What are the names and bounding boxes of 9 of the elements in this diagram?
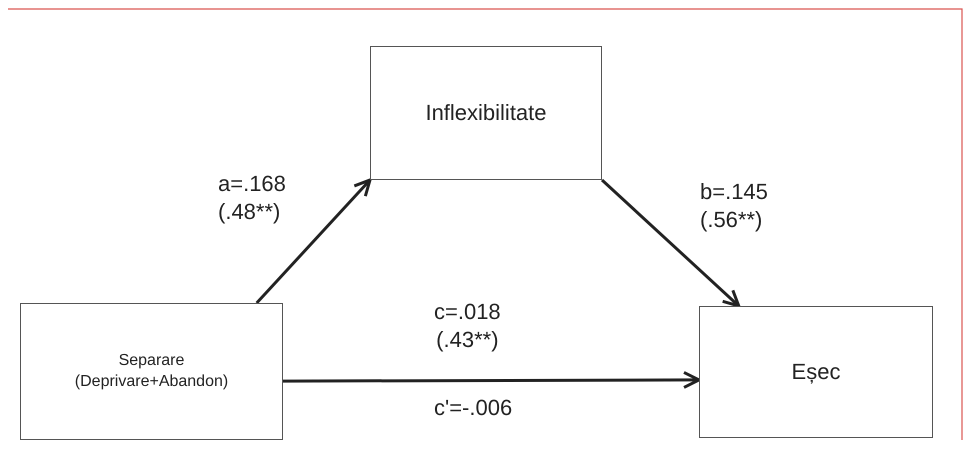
variable-box [20, 303, 283, 440]
node-label: Separare (Deprivare+Abandon) [74, 350, 230, 392]
arrow [600, 178, 740, 308]
node-label: Eșec [792, 358, 840, 386]
variable-box [370, 46, 602, 180]
arrow [283, 370, 700, 389]
node-label: Inflexibilitate [425, 98, 547, 127]
variable-box [699, 306, 933, 438]
arrow [256, 178, 372, 304]
